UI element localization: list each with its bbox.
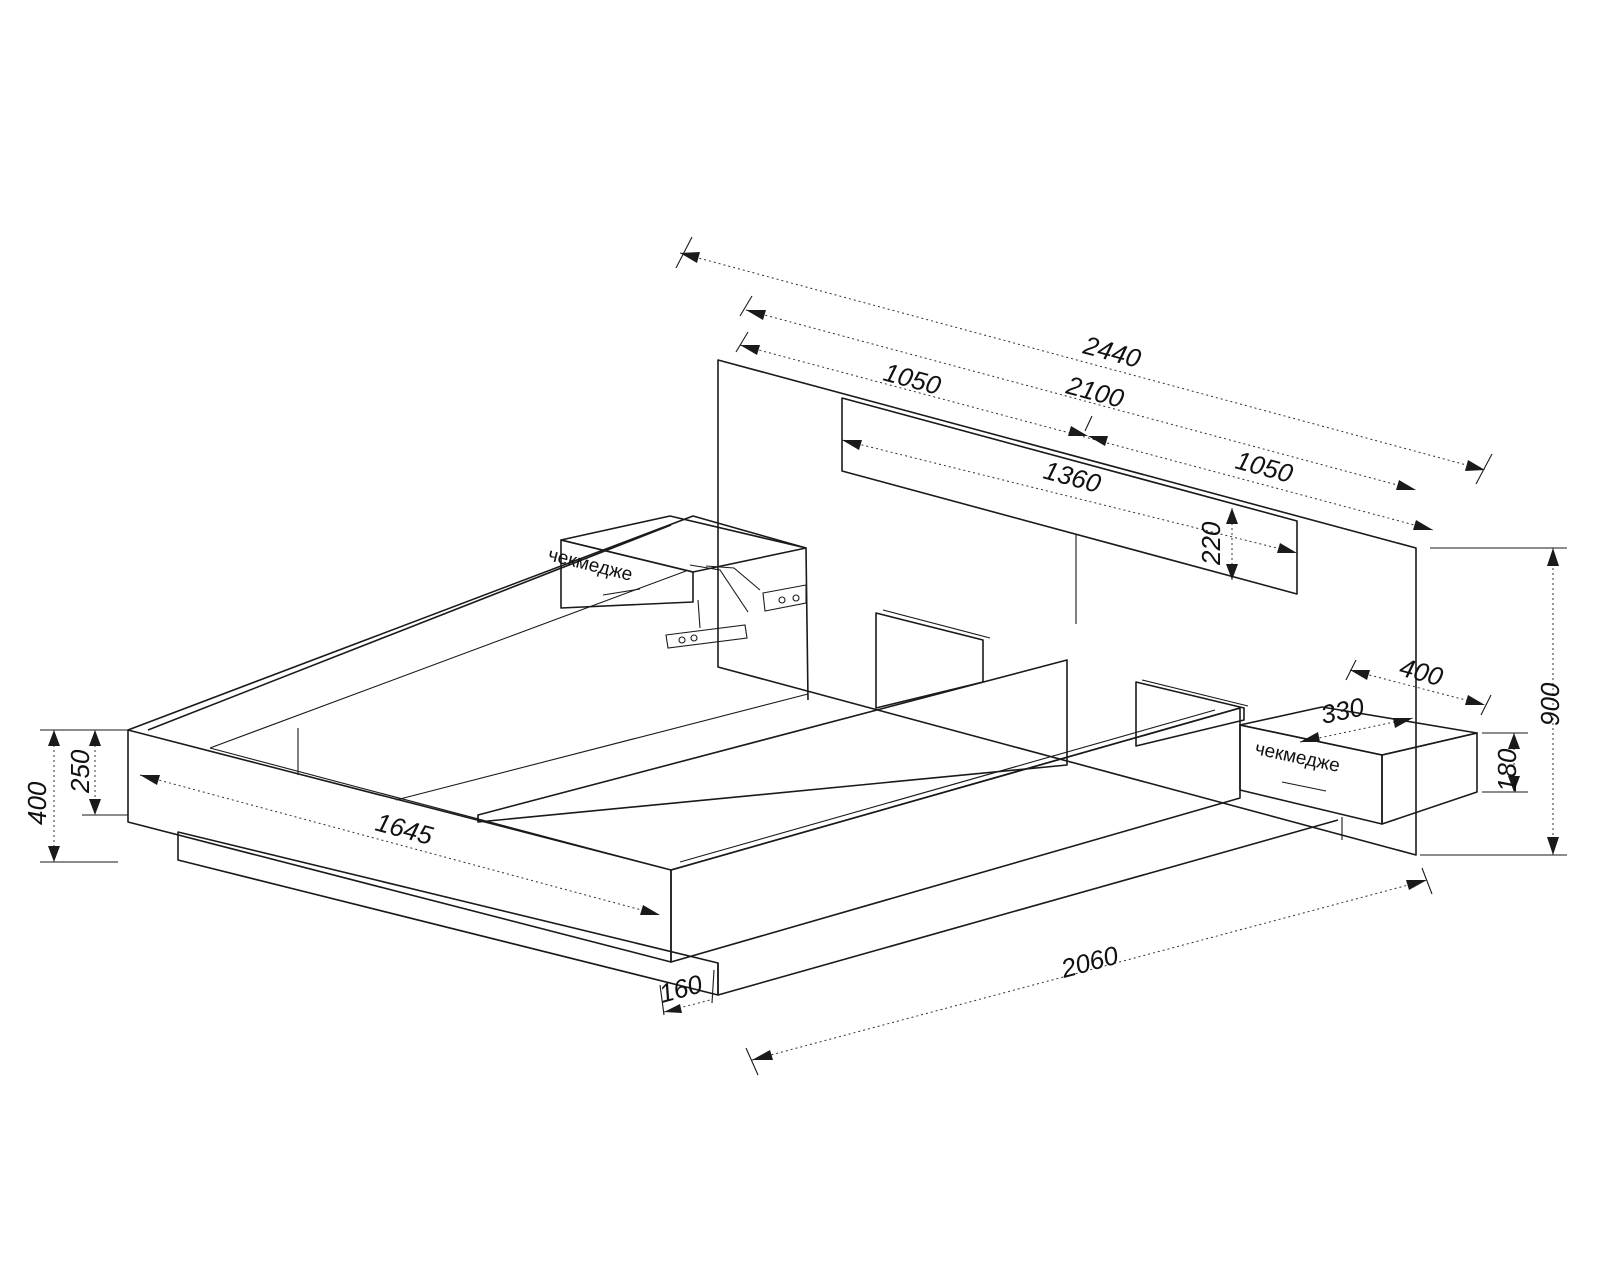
right-nightstand: чекмедже xyxy=(1239,706,1478,840)
left-nightstand-label: чекмедже xyxy=(546,544,635,585)
dim-nightstand-height: 180 xyxy=(1492,748,1522,792)
dim-headboard-panel-left: 1050 xyxy=(880,357,944,401)
dim-shelf-height: 220 xyxy=(1196,521,1226,566)
dim-headboard-height: 900 xyxy=(1535,682,1565,726)
dim-nightstand-width: 400 xyxy=(1396,652,1446,692)
dim-headboard-panel-total: 2100 xyxy=(1062,370,1127,414)
bed-frame xyxy=(127,515,1339,996)
dim-frame-height: 250 xyxy=(65,749,95,794)
headboard-shelf xyxy=(841,397,1298,595)
dim-bed-width: 1645 xyxy=(372,807,436,851)
dim-bed-height: 400 xyxy=(22,781,52,825)
left-nightstand: чекмедже xyxy=(546,515,807,609)
dim-nightstand-depth: 330 xyxy=(1318,691,1367,729)
gas-lift-mechanism xyxy=(665,564,807,649)
dim-headboard-width: 2440 xyxy=(1079,330,1144,374)
dim-headboard-panel-right: 1050 xyxy=(1232,445,1296,489)
dim-bed-length: 2060 xyxy=(1057,940,1122,984)
headboard xyxy=(717,359,1417,856)
dimension-lines xyxy=(40,236,1567,1076)
